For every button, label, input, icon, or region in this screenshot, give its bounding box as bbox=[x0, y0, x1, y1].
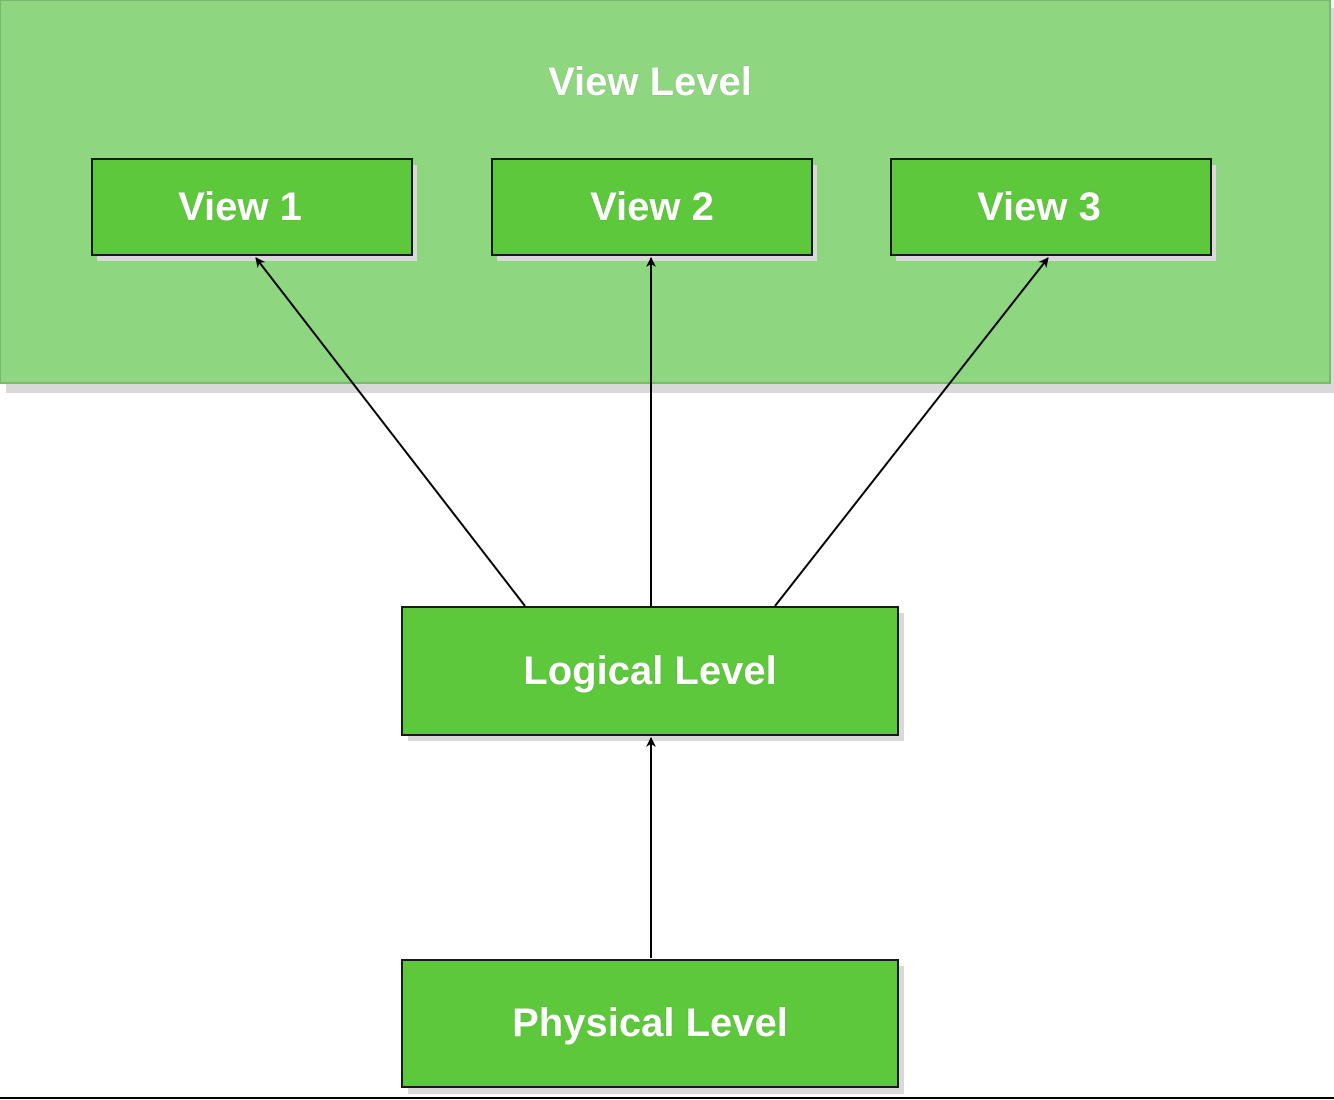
logical-level-box bbox=[401, 606, 899, 736]
view-3-box bbox=[890, 158, 1212, 256]
physical-level-label: Physical Level bbox=[512, 1001, 788, 1045]
logical-level-label: Logical Level bbox=[523, 648, 777, 693]
arrow-logical-to-view-1 bbox=[255, 257, 526, 607]
view-1-box bbox=[91, 158, 413, 256]
view-2-box bbox=[491, 158, 813, 256]
view-level-title: View Level bbox=[548, 59, 752, 104]
physical-level-box bbox=[401, 959, 899, 1088]
view-3-label: View 3 bbox=[977, 184, 1101, 229]
view-1-label: View 1 bbox=[178, 184, 302, 229]
arrow-logical-to-view-3 bbox=[774, 257, 1049, 607]
view-2-label: View 2 bbox=[590, 184, 714, 229]
